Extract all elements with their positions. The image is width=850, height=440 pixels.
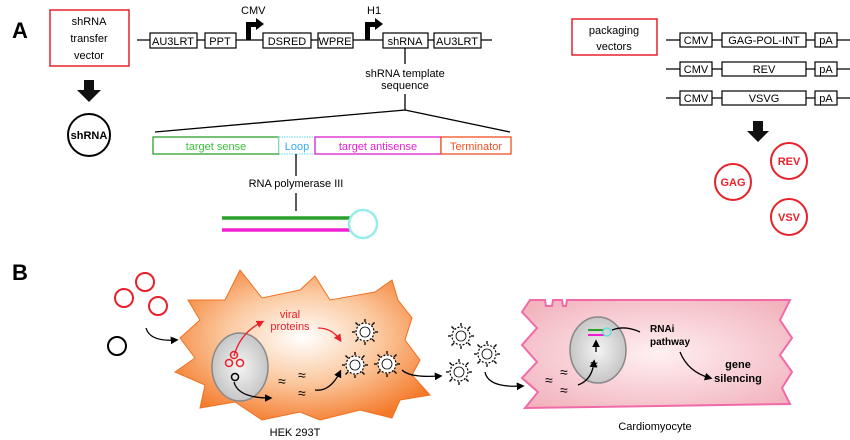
panel-b-label: B <box>12 260 28 285</box>
part-loop: Loop <box>285 141 309 153</box>
svg-text:transfer: transfer <box>70 33 108 45</box>
svg-text:VSV: VSV <box>778 212 801 224</box>
protein-vsv: VSV <box>770 198 808 236</box>
template-label: shRNA template <box>365 68 444 80</box>
element-shrna: shRNA <box>382 32 429 49</box>
transfection-arrow <box>145 327 179 345</box>
delivered-rna: ≈ ≈ ≈ <box>545 364 568 398</box>
svg-text:≈: ≈ <box>298 367 306 383</box>
svg-text:GAG: GAG <box>720 177 745 189</box>
transfer-vector-box: shRNA transfer vector <box>49 9 130 67</box>
svg-text:≈: ≈ <box>560 364 568 380</box>
svg-text:REV: REV <box>778 156 801 168</box>
cmv-label: CMV <box>241 5 266 17</box>
svg-text:CMV: CMV <box>684 93 709 105</box>
part-target-antisense: target antisense <box>339 141 417 153</box>
part-terminator: Terminator <box>450 141 502 153</box>
rna-transcripts: ≈ ≈ ≈ <box>278 367 306 401</box>
svg-text:proteins: proteins <box>270 321 310 333</box>
svg-text:shRNA: shRNA <box>71 130 108 142</box>
part-target-sense: target sense <box>186 141 247 153</box>
shrna-hairpin <box>222 208 379 240</box>
down-arrow-icon <box>77 80 101 102</box>
svg-text:PPT: PPT <box>209 36 231 48</box>
cardiomyocyte-nucleus <box>569 316 627 384</box>
packaging-vector-gag: CMV GAG-POL-INT pA <box>666 32 850 48</box>
svg-text:pA: pA <box>819 93 833 105</box>
gene-silencing-label: gene <box>725 359 751 371</box>
cmv-promoter-arrow-icon <box>246 18 264 40</box>
svg-text:pA: pA <box>819 35 833 47</box>
svg-text:vector: vector <box>74 50 104 62</box>
svg-text:CMV: CMV <box>684 64 709 76</box>
panel-a-label: A <box>12 18 28 43</box>
svg-text:REV: REV <box>753 64 776 76</box>
transfer-vector-map: AU3LRT PPT DSRED WPRE shRNA AU3LRT CMV H… <box>137 5 492 49</box>
svg-text:silencing: silencing <box>714 373 762 385</box>
element-ppt: PPT <box>204 32 237 49</box>
hek-293t-label: HEK 293T <box>270 427 321 439</box>
protein-rev: REV <box>770 142 808 180</box>
svg-text:AU3LRT: AU3LRT <box>152 36 194 48</box>
template-parts: target sense Loop target antisense Termi… <box>152 136 512 155</box>
protein-gag: GAG <box>714 163 752 201</box>
rnai-pathway-label: RNAi <box>650 324 675 335</box>
svg-text:packaging: packaging <box>589 25 639 37</box>
h1-label: H1 <box>367 5 381 17</box>
down-arrow-icon <box>747 121 769 142</box>
svg-text:≈: ≈ <box>545 372 553 388</box>
element-dsred: DSRED <box>262 32 312 49</box>
svg-text:shRNA: shRNA <box>72 16 108 28</box>
svg-text:shRNA: shRNA <box>388 36 424 48</box>
cardiomyocyte-label: Cardiomyocyte <box>618 421 691 433</box>
svg-text:DSRED: DSRED <box>268 36 307 48</box>
polymerase-label: RNA polymerase III <box>249 178 344 190</box>
packaging-vector-rev: CMV REV pA <box>666 61 850 77</box>
svg-text:vectors: vectors <box>596 41 632 53</box>
svg-text:AU3LRT: AU3LRT <box>436 36 478 48</box>
element-au3lrt-3: AU3LRT <box>433 32 482 49</box>
shrna-hairpin-small <box>588 327 612 337</box>
element-au3lrt-5: AU3LRT <box>149 32 198 49</box>
svg-text:WPRE: WPRE <box>319 36 352 48</box>
svg-text:sequence: sequence <box>381 80 429 92</box>
svg-text:GAG-POL-INT: GAG-POL-INT <box>728 35 800 47</box>
svg-text:VSVG: VSVG <box>749 93 780 105</box>
svg-text:≈: ≈ <box>560 382 568 398</box>
element-wpre: WPRE <box>317 32 354 49</box>
svg-text:≈: ≈ <box>278 373 286 389</box>
shrna-product: shRNA <box>67 113 111 157</box>
svg-text:CMV: CMV <box>684 35 709 47</box>
packaging-vectors-box: packaging vectors <box>571 18 658 56</box>
svg-text:≈: ≈ <box>298 385 306 401</box>
svg-text:pA: pA <box>819 64 833 76</box>
svg-text:pathway: pathway <box>650 337 690 348</box>
input-plasmids <box>107 272 168 356</box>
viral-proteins-label: viral <box>280 309 300 321</box>
h1-promoter-arrow-icon <box>365 18 383 40</box>
nuclear-plasmids <box>224 350 245 368</box>
packaging-vector-vsvg: CMV VSVG pA <box>666 90 850 106</box>
